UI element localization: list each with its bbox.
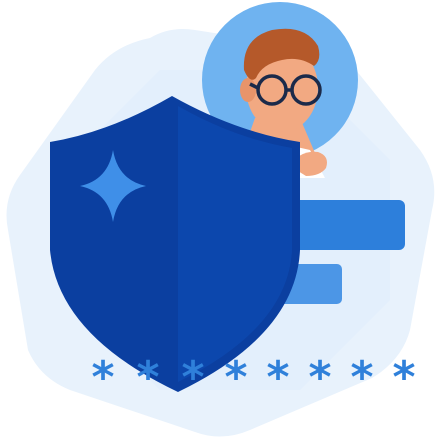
sparkle-star-icon xyxy=(80,150,146,222)
hair xyxy=(243,28,320,80)
password-asterisk: * xyxy=(136,352,159,403)
password-asterisk: * xyxy=(181,352,204,403)
password-asterisk: * xyxy=(392,352,415,403)
password-asterisk: * xyxy=(308,352,331,403)
password-asterisk: * xyxy=(91,352,114,403)
password-mask: * * * * * * * * xyxy=(91,352,415,403)
password-asterisk: * xyxy=(224,352,247,403)
password-asterisk: * xyxy=(266,352,289,403)
password-asterisk: * xyxy=(350,352,373,403)
glasses-icon xyxy=(249,74,322,106)
